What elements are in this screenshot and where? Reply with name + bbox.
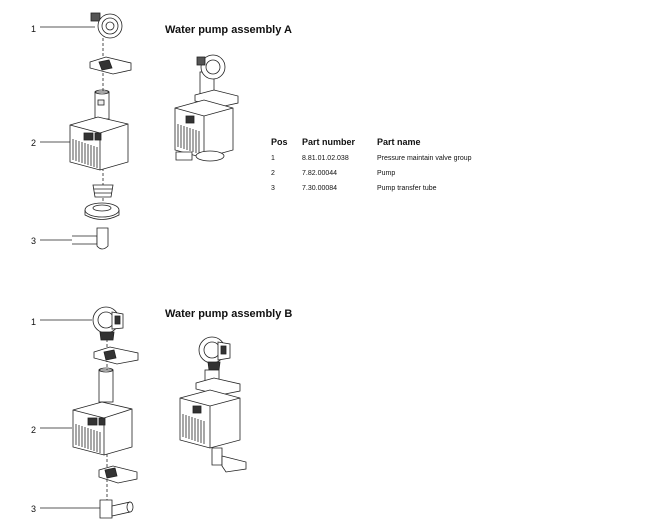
assembly-b-assembled-view	[179, 336, 247, 473]
table-row: 2 7.82.00044 Pump	[271, 170, 472, 185]
assembly-b-callout-1: 1	[31, 317, 37, 327]
assembly-a-assembled-view	[174, 54, 239, 162]
assembly-a-callout-2: 2	[31, 138, 37, 148]
pump-a-part	[69, 89, 129, 171]
row-part-number: 8.81.01.02.038	[302, 155, 349, 162]
pos-header: Pos	[271, 137, 288, 147]
table-row: 3 7.30.00084 Pump transfer tube	[271, 185, 472, 200]
transfer-tube-a-part	[72, 227, 109, 250]
assembly-b-callout-3: 3	[31, 504, 37, 514]
pump-b-part	[72, 367, 133, 456]
assembly-a-callout-3: 3	[31, 236, 37, 246]
pressure-valve-b-part	[92, 306, 124, 341]
ring-a-part	[84, 202, 120, 220]
parts-table-header-row: Pos Part number Part name	[271, 137, 472, 155]
clip-a-part	[89, 56, 132, 75]
assembly-a-title: Water pump assembly A	[165, 24, 292, 36]
row-pos: 2	[271, 170, 275, 177]
row-part-number: 7.30.00084	[302, 185, 338, 192]
pressure-valve-a-part	[90, 12, 123, 39]
assembly-b-title: Water pump assembly B	[165, 308, 293, 320]
row-pos: 1	[271, 155, 275, 162]
row-pos: 3	[271, 185, 275, 192]
row-part-name: Pump transfer tube	[377, 185, 437, 192]
assembly-a-callout-1: 1	[31, 24, 37, 34]
assembly-b-callout-2: 2	[31, 425, 37, 435]
parts-table: Pos Part number Part name 1 8.81.01.02.0…	[271, 137, 472, 200]
row-part-name: Pump	[377, 170, 396, 177]
assembly-a-exploded-view	[40, 12, 132, 250]
part-name-header: Part name	[377, 137, 421, 147]
lower-clip-b-part	[98, 465, 138, 484]
table-row: 1 8.81.01.02.038 Pressure maintain valve…	[271, 155, 472, 170]
row-part-name: Pressure maintain valve group	[377, 155, 472, 162]
assembly-b-exploded-view	[40, 306, 139, 519]
fitting-a-part	[92, 184, 114, 198]
part-number-header: Part number	[302, 137, 356, 147]
clip-b-part	[93, 346, 139, 365]
row-part-number: 7.82.00044	[302, 170, 338, 177]
transfer-tube-b-part	[99, 499, 134, 519]
